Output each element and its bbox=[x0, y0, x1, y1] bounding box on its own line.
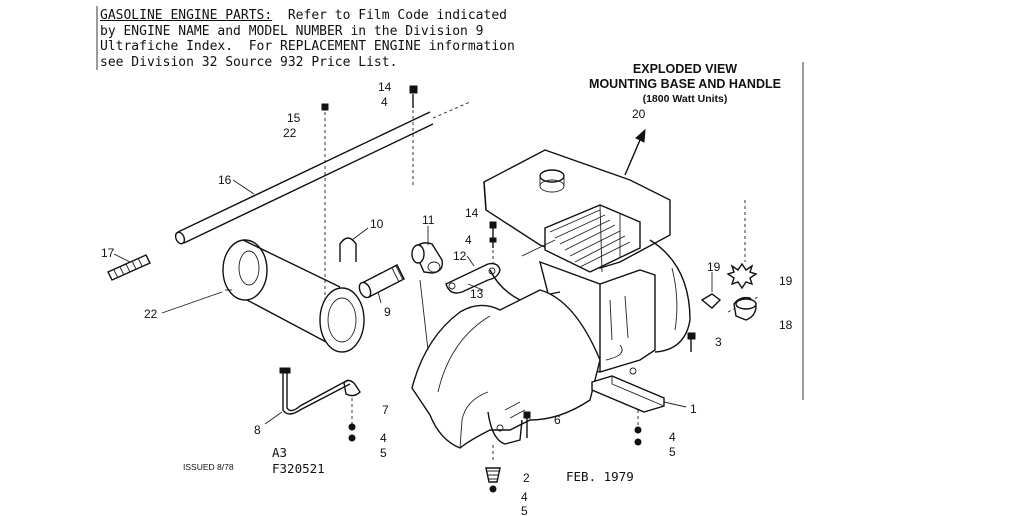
callout-7: 7 bbox=[382, 403, 389, 417]
muffler bbox=[222, 239, 365, 353]
hanger-rod bbox=[279, 367, 351, 415]
callout-16: 16 bbox=[218, 173, 232, 187]
bolt-6 bbox=[523, 411, 531, 438]
note-line-1: GASOLINE ENGINE PARTS: bbox=[100, 8, 273, 23]
callout-5c: 5 bbox=[521, 504, 528, 516]
heading-line-3: (1800 Watt Units) bbox=[642, 93, 728, 105]
bracket-12 bbox=[445, 262, 501, 294]
diagram-heading: EXPLODED VIEW MOUNTING BASE AND HANDLE (… bbox=[560, 62, 810, 107]
base-channel bbox=[591, 367, 665, 446]
callout-15: 15 bbox=[287, 111, 301, 125]
callout-14: 14 bbox=[378, 80, 392, 94]
callout-8: 8 bbox=[254, 423, 261, 437]
heading-line-1: EXPLODED VIEW bbox=[632, 62, 738, 76]
callout-10: 10 bbox=[370, 217, 384, 231]
callout-4d: 4 bbox=[669, 430, 676, 444]
note-line-3: Ultrafiche Index. For REPLACEMENT ENGINE… bbox=[100, 39, 515, 54]
callout-19: 19 bbox=[707, 260, 721, 274]
callout-22: 22 bbox=[283, 126, 297, 140]
exhaust-elbow bbox=[411, 242, 443, 274]
callout-4c: 4 bbox=[380, 431, 387, 445]
callout-6: 6 bbox=[554, 413, 561, 427]
screw-14-mid bbox=[489, 221, 497, 264]
lock-washer-19 bbox=[700, 293, 761, 313]
publication-date: FEB. 1979 bbox=[566, 469, 634, 484]
callout-13: 13 bbox=[470, 287, 484, 301]
callout-14b: 14 bbox=[465, 206, 479, 220]
film-code: F320521 bbox=[272, 461, 325, 476]
callout-labels: 14 4 15 22 20 16 10 11 14 4 12 13 17 22 … bbox=[101, 80, 793, 516]
footer-info: ISSUED 8/78 A3 F320521 FEB. 1979 bbox=[183, 445, 634, 484]
clamp bbox=[343, 379, 361, 442]
note-line-4: see Division 32 Source 932 Price List. bbox=[100, 54, 398, 70]
callout-4b: 4 bbox=[465, 233, 472, 247]
issued-date: ISSUED 8/78 bbox=[183, 462, 234, 472]
callout-4: 4 bbox=[381, 95, 388, 109]
callout-2: 2 bbox=[523, 471, 530, 485]
callout-4e: 4 bbox=[521, 490, 528, 504]
callout-19b: 19 bbox=[779, 274, 793, 288]
generator-housing bbox=[411, 289, 601, 449]
callout-18: 18 bbox=[779, 318, 793, 332]
callout-9: 9 bbox=[384, 305, 391, 319]
exhaust-pipe bbox=[358, 264, 405, 299]
leader-lines bbox=[113, 179, 713, 425]
callout-20: 20 bbox=[632, 107, 646, 121]
callout-3: 3 bbox=[715, 335, 722, 349]
engine-parts-note: GASOLINE ENGINE PARTS: Refer to Film Cod… bbox=[100, 8, 660, 70]
callout-11: 11 bbox=[422, 213, 435, 227]
u-bolt bbox=[339, 237, 357, 262]
fitting-18 bbox=[733, 296, 757, 321]
handle-grip bbox=[107, 254, 151, 281]
callout-22b: 22 bbox=[144, 307, 158, 321]
callout-12: 12 bbox=[453, 249, 467, 263]
note-line-1-rest: Refer to Film Code indicated bbox=[272, 8, 507, 23]
callout-17: 17 bbox=[101, 246, 115, 260]
page-code: A3 bbox=[272, 445, 287, 460]
callout-5: 5 bbox=[380, 446, 387, 460]
handle-rod bbox=[174, 101, 471, 245]
rubber-mount bbox=[485, 445, 501, 493]
callout-1: 1 bbox=[690, 402, 697, 416]
star-washer-19 bbox=[726, 200, 758, 290]
bolt-3 bbox=[687, 332, 696, 352]
callout-5b: 5 bbox=[669, 445, 676, 459]
note-line-2: by ENGINE NAME and MODEL NUMBER in the D… bbox=[100, 23, 484, 39]
engine bbox=[483, 128, 691, 373]
screw-15 bbox=[321, 103, 329, 300]
heading-line-2: MOUNTING BASE AND HANDLE bbox=[589, 77, 781, 91]
screw-14-top bbox=[409, 85, 418, 185]
